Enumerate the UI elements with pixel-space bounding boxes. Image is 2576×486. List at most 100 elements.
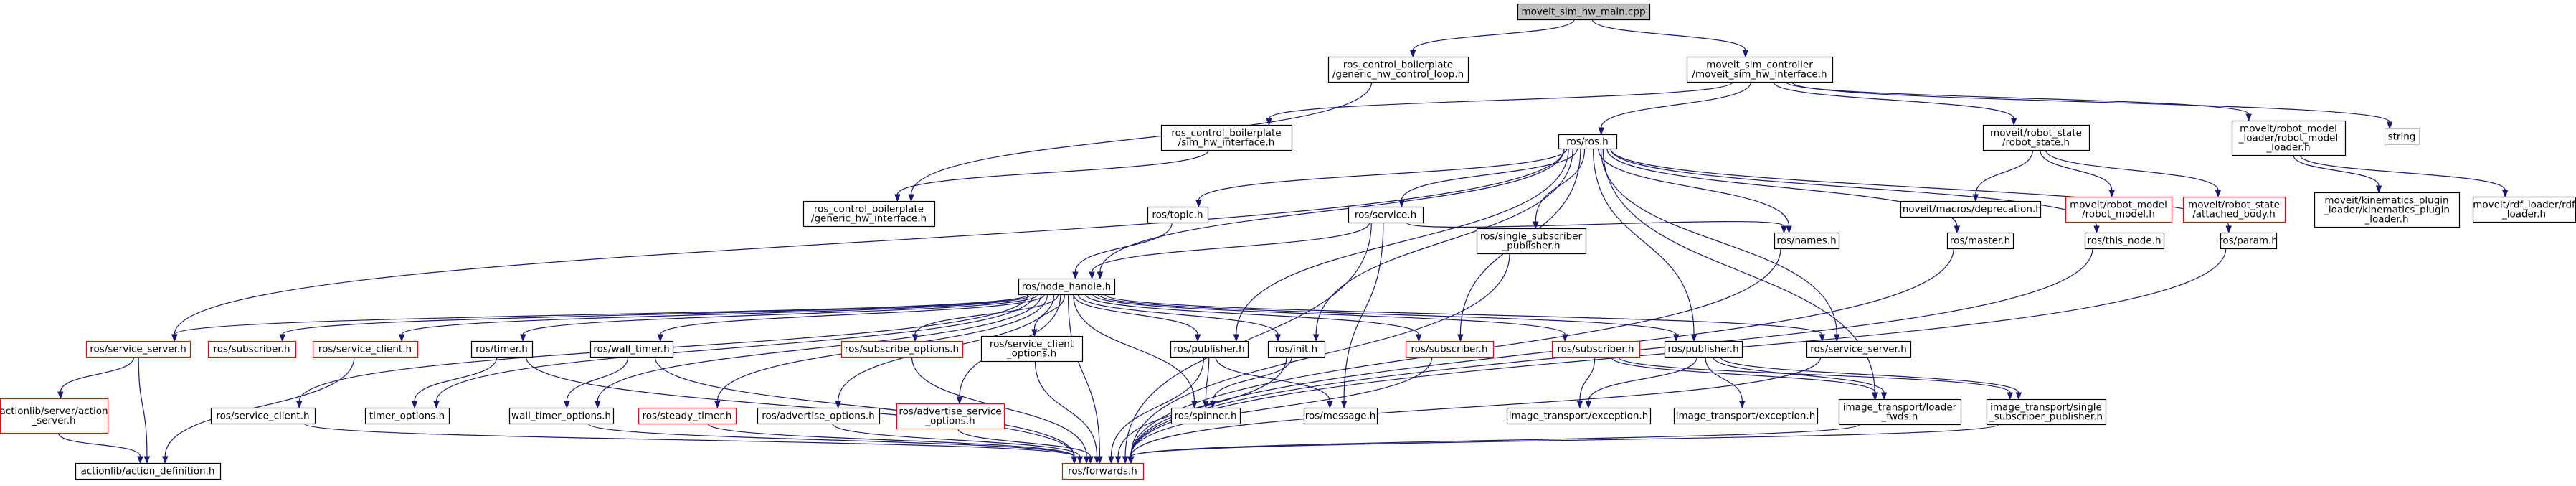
graph-node-service[interactable]: ros/service.h <box>1348 206 1424 224</box>
edge-line <box>164 356 355 457</box>
node-box <box>2220 232 2278 250</box>
graph-node-timer[interactable]: ros/timer.h <box>470 340 534 358</box>
edge-line <box>1085 294 1419 335</box>
graph-node-itexc1[interactable]: image_transport/exception.h <box>1506 407 1652 425</box>
edge-line <box>435 294 1034 402</box>
graph-node-ros[interactable]: ros/ros.h <box>1558 134 1618 150</box>
graph-node-message[interactable]: ros/message.h <box>1303 407 1378 425</box>
graph-node-subopts[interactable]: ros/subscribe_options.h <box>840 340 964 358</box>
graph-node-wtopts[interactable]: wall_timer_options.h <box>508 407 615 425</box>
graph-node-itloader[interactable]: image_transport/loader_fwds.h <box>1838 398 1962 426</box>
node-label-line: _loader/kinematics_plugin <box>2323 205 2450 216</box>
graph-node-ssp[interactable]: ros/single_subscriber_publisher.h <box>1476 228 1587 255</box>
graph-node-steady[interactable]: ros/steady_timer.h <box>638 407 737 425</box>
graph-node-deprec[interactable]: moveit/macros/deprecation.h <box>1899 200 2042 218</box>
edge-arrowhead <box>137 456 143 464</box>
edge-arrowhead <box>2215 190 2222 198</box>
graph-node-itssp[interactable]: image_transport/single_subscriber_publis… <box>1986 398 2107 426</box>
node-box <box>1838 398 1962 426</box>
edge-arrowhead <box>1203 401 1209 409</box>
graph-node-forwards[interactable]: ros/forwards.h <box>1061 462 1145 480</box>
graph-node-master[interactable]: ros/master.h <box>1946 232 2014 250</box>
graph-node-ghi[interactable]: ros_control_boilerplate/generic_hw_inter… <box>802 200 936 228</box>
edge-arrowhead <box>1562 334 1568 342</box>
edge-topic-to-nh <box>1072 222 1173 280</box>
node-label-line: ros/master.h <box>1950 235 2010 247</box>
graph-node-param[interactable]: ros/param.h <box>2219 232 2278 250</box>
graph-node-pub1[interactable]: ros/publisher.h <box>1170 340 1249 358</box>
node-label-line: ros/node_handle.h <box>1022 281 1111 293</box>
node-label-line: ros/steady_timer.h <box>643 411 732 422</box>
edge-arrowhead <box>143 456 151 464</box>
edge-arrowhead <box>2007 392 2013 401</box>
node-box <box>1405 340 1495 358</box>
graph-node-advopts[interactable]: ros/advertise_options.h <box>757 407 881 425</box>
graph-node-rmodel[interactable]: moveit/robot_model/robot_model.h <box>2065 196 2173 223</box>
graph-node-shi[interactable]: ros_control_boilerplate/sim_hw_interface… <box>1160 124 1293 151</box>
edge-line <box>1588 356 1697 402</box>
graph-node-scopts[interactable]: ros/service_client_options.h <box>980 335 1084 363</box>
edge-arrowhead <box>1087 456 1094 464</box>
edge-line <box>566 356 629 402</box>
graph-node-gcl[interactable]: ros_control_boilerplate/generic_hw_contr… <box>1327 56 1469 83</box>
graph-node-rstate[interactable]: moveit/robot_state/robot_state.h <box>1982 124 2090 151</box>
graph-node-main[interactable]: moveit_sim_hw_main.cpp <box>1517 3 1651 21</box>
graph-node-itexc2[interactable]: image_transport/exception.h <box>1673 407 1819 425</box>
graph-node-mshi[interactable]: moveit_sim_controller/moveit_sim_hw_inte… <box>1686 56 1834 83</box>
edge-arrowhead <box>1194 334 1201 342</box>
graph-node-sclient1[interactable]: ros/service_client.h <box>312 340 419 358</box>
edge-subscr3-to-itloader <box>1610 356 1879 401</box>
node-label-line: ros/advertise_service <box>899 406 1001 418</box>
graph-node-alserver[interactable]: actionlib/server/action_server.h <box>0 398 109 434</box>
graph-node-rdfl[interactable]: moveit/rdf_loader/rdf_loader.h <box>2472 196 2576 223</box>
node-label-line: ros/ros.h <box>1566 136 1609 148</box>
edge-arrowhead <box>911 334 919 342</box>
edge-line <box>1033 294 1066 330</box>
graph-node-advsopts[interactable]: ros/advertise_service_options.h <box>896 403 1005 430</box>
graph-node-sclient2[interactable]: ros/service_client.h <box>210 407 316 425</box>
edge-arrowhead <box>1071 456 1078 464</box>
graph-node-subscr3[interactable]: ros/subscriber.h <box>1551 340 1641 358</box>
node-label-line: ros/publisher.h <box>1173 344 1244 355</box>
graph-node-subscr2[interactable]: ros/subscriber.h <box>1405 340 1495 358</box>
graph-node-sserver2[interactable]: ros/service_server.h <box>1806 340 1912 358</box>
graph-node-attached[interactable]: moveit/robot_state/attached_body.h <box>2182 196 2286 223</box>
graph-node-timeropts[interactable]: timer_options.h <box>364 407 450 425</box>
edge-line <box>1713 356 1885 393</box>
graph-node-spinner[interactable]: ros/spinner.h <box>1170 407 1241 425</box>
edge-nh-to-sclient1 <box>398 294 1032 342</box>
edge-arrowhead <box>1672 334 1680 342</box>
graph-node-nh[interactable]: ros/node_handle.h <box>1018 278 1116 296</box>
node-box <box>840 340 964 358</box>
edge-line <box>1074 222 1173 273</box>
node-label-line: ros/subscriber.h <box>1557 344 1634 355</box>
edge-line <box>832 423 1081 457</box>
edge-nh-to-sserver1 <box>171 294 1028 342</box>
node-label-line: actionlib/action_definition.h <box>81 466 215 477</box>
graph-node-rml[interactable]: moveit/robot_model_loader/robot_model_lo… <box>2231 120 2347 156</box>
edge-arrowhead <box>520 334 526 342</box>
graph-node-init[interactable]: ros/init.h <box>1267 340 1326 358</box>
graph-node-thisnode[interactable]: ros/this_node.h <box>2084 232 2165 250</box>
graph-node-names[interactable]: ros/names.h <box>1774 232 1840 250</box>
edge-arrowhead <box>1108 456 1114 464</box>
edge-arrowhead <box>2225 225 2232 234</box>
edge-line <box>1092 294 1566 335</box>
edge-arrowhead <box>2108 190 2116 198</box>
graph-node-sserver1[interactable]: ros/service_server.h <box>85 340 191 358</box>
edge-arrowhead <box>1416 334 1422 342</box>
graph-node-subscr1[interactable]: ros/subscriber.h <box>207 340 297 358</box>
node-box <box>1170 340 1249 358</box>
edge-arrowhead <box>1880 392 1888 401</box>
graph-node-aldef[interactable]: actionlib/action_definition.h <box>75 462 222 480</box>
edge-arrowhead <box>1690 334 1697 342</box>
graph-node-topic[interactable]: ros/topic.h <box>1147 206 1209 224</box>
node-label-line: moveit/rdf_loader/rdf <box>2473 200 2576 211</box>
graph-node-kinpl[interactable]: moveit/kinematics_plugin_loader/kinemati… <box>2314 192 2461 228</box>
edge-line <box>1406 220 1785 228</box>
graph-node-walltimer[interactable]: ros/wall_timer.h <box>589 340 674 358</box>
graph-node-pub2[interactable]: ros/publisher.h <box>1664 340 1743 358</box>
node-box <box>1303 407 1378 425</box>
node-label-line: moveit/robot_state <box>2188 200 2280 211</box>
edge-line <box>1073 294 1198 335</box>
